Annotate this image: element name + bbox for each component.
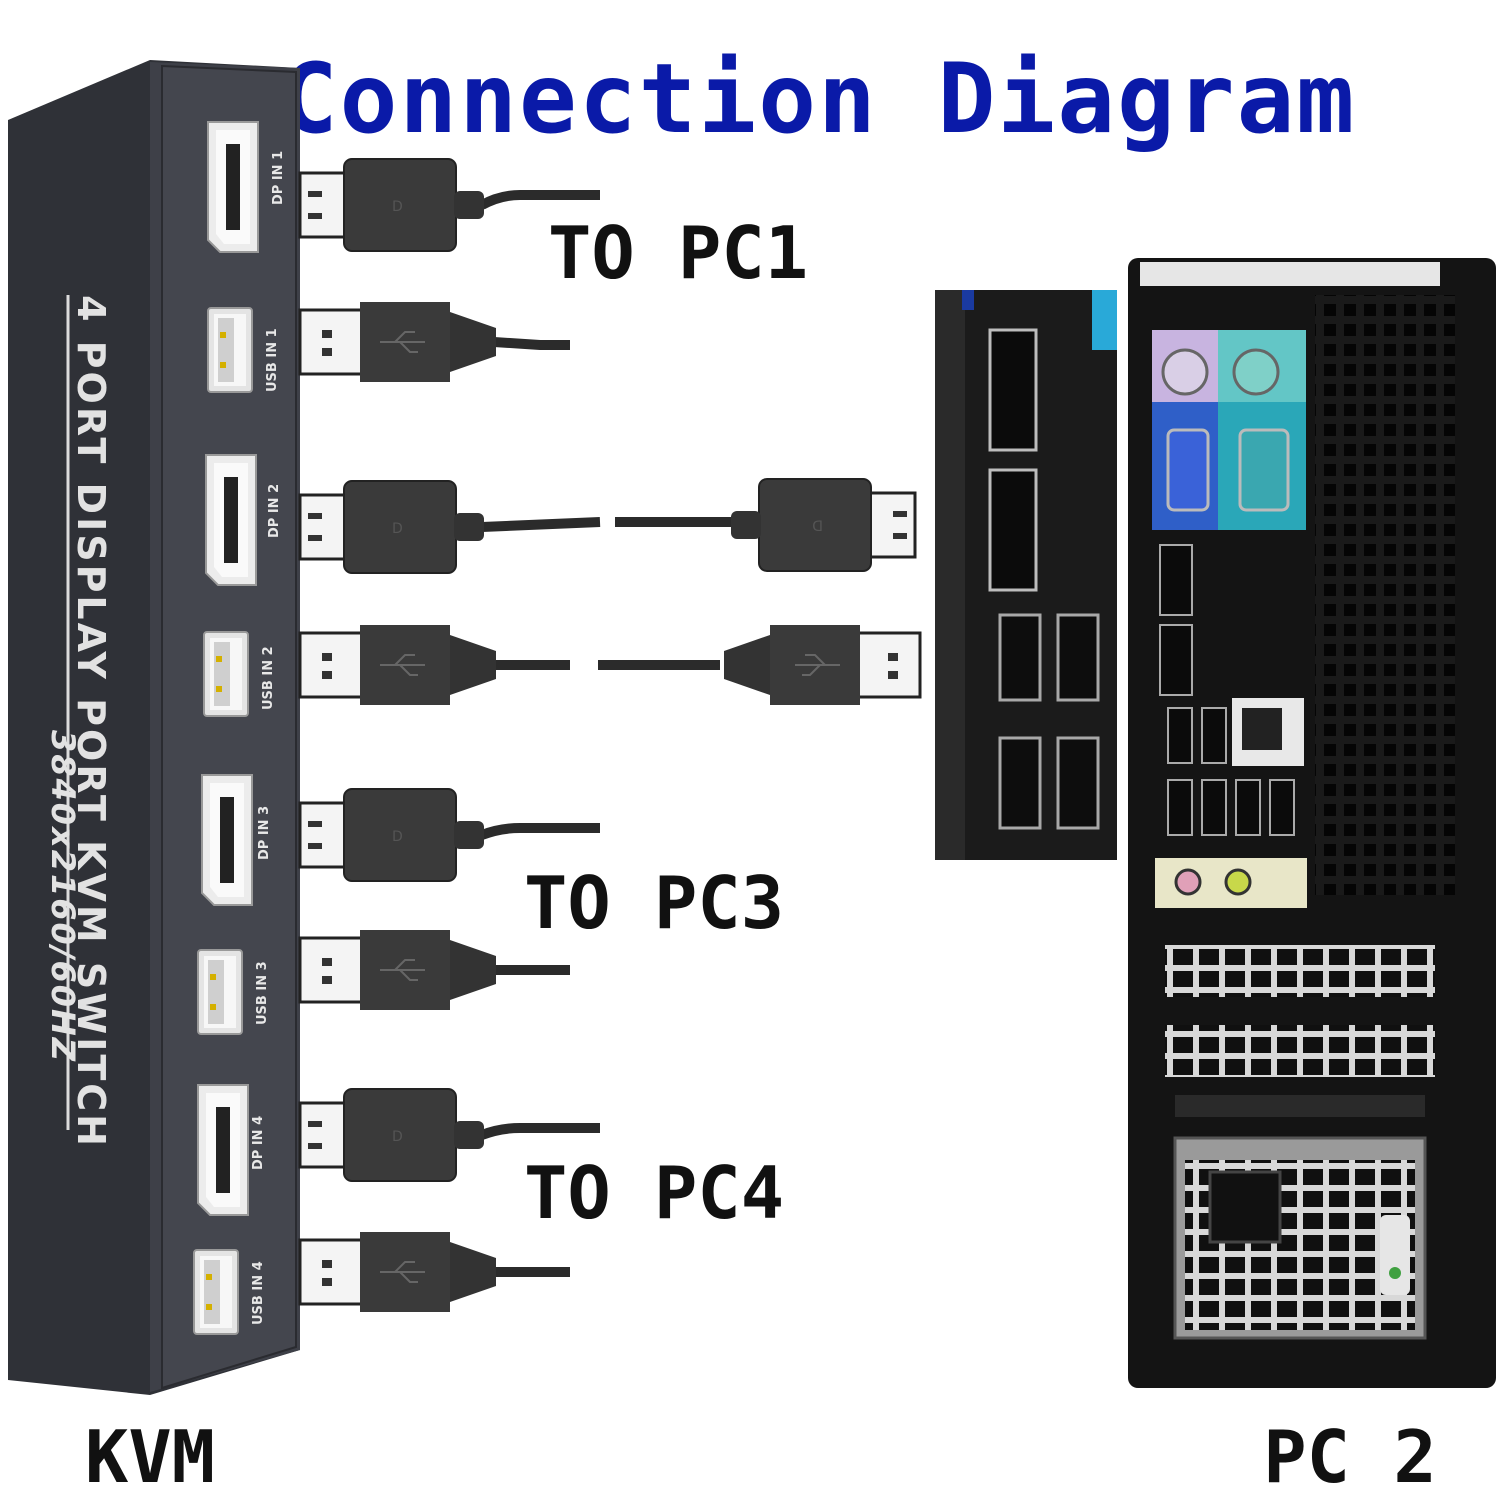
label-to-pc3: TO PC3 bbox=[524, 861, 784, 945]
usb-cable-pc2-kvm-end bbox=[298, 623, 570, 707]
dp-cable-pc2-pc-end bbox=[615, 477, 917, 573]
kvm-switch: 4 PORT DISPLAY PORT KVM SWITCH 3840x2160… bbox=[8, 60, 300, 1395]
usb-port-3 bbox=[197, 949, 243, 1035]
port-label-dp-4: DP IN 4 bbox=[251, 1116, 266, 1170]
io-dp-port-2 bbox=[988, 468, 1038, 592]
diagram-title: Connection Diagram bbox=[280, 43, 1356, 155]
label-kvm: KVM bbox=[85, 1415, 215, 1499]
dp-port-3 bbox=[201, 774, 253, 906]
pc-io-zoom bbox=[935, 290, 1117, 860]
dp-cable-pc4 bbox=[298, 1087, 600, 1183]
usb-cable-pc3 bbox=[298, 928, 570, 1012]
usb-port-4 bbox=[193, 1249, 239, 1335]
port-label-dp-3: DP IN 3 bbox=[257, 806, 272, 860]
dp-cable-pc2-kvm-end bbox=[298, 479, 601, 575]
usb-cable-pc2-pc-end bbox=[598, 623, 922, 707]
dp-cable-pc1 bbox=[298, 157, 600, 253]
port-label-usb-4: USB IN 4 bbox=[251, 1261, 266, 1325]
power-socket bbox=[1208, 1170, 1282, 1244]
usb-cable-pc1 bbox=[298, 300, 570, 384]
port-label-usb-1: USB IN 1 bbox=[265, 328, 280, 392]
port-label-dp-1: DP IN 1 bbox=[271, 151, 286, 205]
port-label-usb-3: USB IN 3 bbox=[255, 961, 270, 1025]
usb-port-1 bbox=[207, 307, 253, 393]
dp-cable-pc3 bbox=[298, 787, 600, 883]
pc-tower bbox=[1128, 258, 1496, 1388]
io-usb-port-1 bbox=[998, 613, 1042, 702]
dp-port-2 bbox=[205, 454, 257, 586]
label-pc2: PC 2 bbox=[1263, 1415, 1436, 1499]
usb-port-2 bbox=[203, 631, 249, 717]
kvm-side-title: 4 PORT DISPLAY PORT KVM SWITCH bbox=[69, 295, 113, 1149]
port-label-usb-2: USB IN 2 bbox=[261, 646, 276, 710]
io-usb-port-4 bbox=[1056, 736, 1100, 830]
kvm-side-resolution: 3840x2160/60HZ bbox=[44, 730, 82, 1063]
io-usb-port-2 bbox=[1056, 613, 1100, 702]
label-to-pc4: TO PC4 bbox=[524, 1151, 784, 1235]
io-usb-port-3 bbox=[998, 736, 1042, 830]
dp-port-4 bbox=[197, 1084, 249, 1216]
usb-cable-pc4 bbox=[298, 1230, 570, 1314]
cables bbox=[298, 157, 922, 1314]
port-label-dp-2: DP IN 2 bbox=[267, 484, 282, 538]
label-to-pc1: TO PC1 bbox=[548, 211, 808, 295]
io-dp-port-1 bbox=[988, 328, 1038, 452]
dp-port-1 bbox=[207, 121, 259, 253]
